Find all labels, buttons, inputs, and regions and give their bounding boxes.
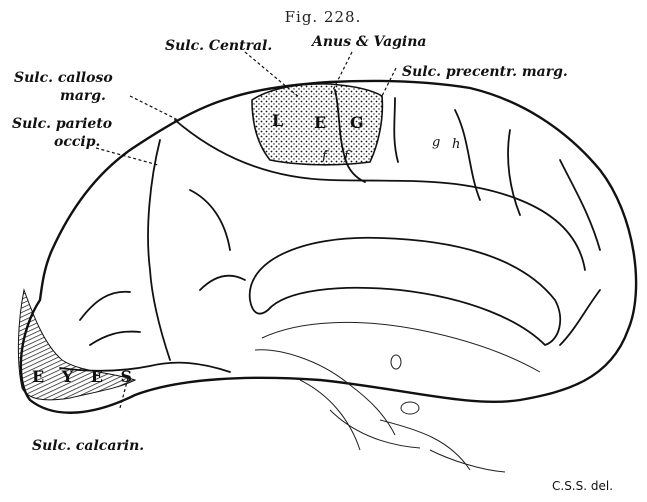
label-sulc-precentr: Sulc. precentr. marg. [402, 64, 568, 80]
precuneus-folds [190, 190, 245, 290]
region-letter-L: L [272, 111, 283, 130]
label-sulc-calcarin: Sulc. calcarin. [32, 438, 144, 454]
region-letter-g: g [432, 135, 440, 150]
region-letters-eyes: E Y E S [32, 367, 138, 386]
cuneus-folds [80, 292, 140, 345]
parieto-occipital-sulcus [148, 140, 170, 360]
ventricle-small-oval [391, 355, 401, 369]
gyrus-fold-1 [455, 110, 520, 215]
callosomarginal-sulcus [175, 120, 585, 270]
label-sulc-central: Sulc. Central. [165, 38, 272, 54]
precentral-sulcus [394, 98, 398, 162]
lower-brainstem-line [380, 420, 505, 472]
leader-sulc-parieto [96, 148, 158, 165]
thalamus-line [255, 350, 395, 435]
label-sulc-parieto-line1: Sulc. parieto [12, 116, 112, 132]
artist-credit: C.S.S. del. [552, 479, 613, 493]
corpus-callosum [250, 238, 561, 345]
label-sulc-calloso-line1: Sulc. calloso [14, 70, 113, 86]
label-anus-vagina: Anus & Vagina [310, 34, 427, 50]
region-letter-E: E [314, 113, 326, 132]
figure-caption: Fig. 228. [285, 8, 362, 26]
region-letter-G: G [350, 113, 364, 132]
label-sulc-parieto-line2: occip. [54, 134, 100, 150]
leader-sulc-calloso [130, 96, 178, 120]
label-sulc-calloso-line2: marg. [60, 88, 106, 104]
region-letter-h: h [452, 137, 460, 152]
aqueduct-oval [401, 402, 419, 414]
